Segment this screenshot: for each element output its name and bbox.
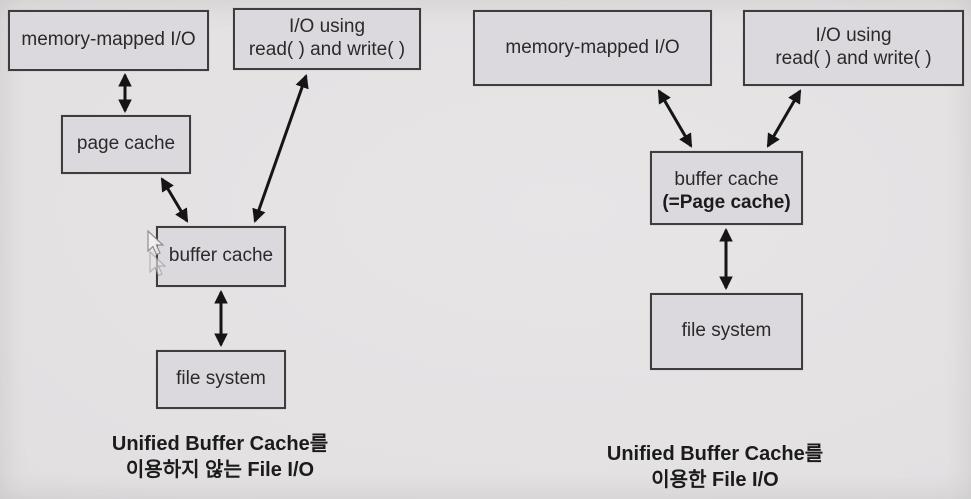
box-label-line2: read( ) and write( ) — [775, 48, 932, 69]
box-right-buffer-cache: buffer cache (=Page cache) — [650, 151, 803, 225]
box-label: file system — [681, 320, 772, 342]
box-left-page-cache: page cache — [61, 115, 191, 174]
box-label-line1: I/O using — [288, 16, 366, 38]
caption-right-line2: 이용한 File I/O — [651, 469, 779, 492]
caption-right-line1: Unified Buffer Cache를 — [606, 443, 824, 465]
box-left-buffer-cache: buffer cache — [156, 226, 286, 287]
box-label-line1: I/O using — [815, 25, 892, 47]
caption-left-line2: 이용하지 않는 File I/O — [125, 459, 315, 482]
box-right-memory-mapped-io: memory-mapped I/O — [473, 10, 712, 86]
box-left-io-read-write: I/O using read( ) and write( ) — [233, 8, 421, 70]
box-label: buffer cache — [168, 245, 274, 267]
caption-left-line1: Unified Buffer Cache를 — [111, 433, 329, 455]
box-label-line2: read( ) and write( ) — [248, 39, 406, 60]
box-label: memory-mapped I/O — [21, 29, 196, 51]
box-left-memory-mapped-io: memory-mapped I/O — [8, 10, 209, 71]
box-label: memory-mapped I/O — [505, 36, 680, 58]
caption-right: Unified Buffer Cache를 이용한 File I/O — [545, 441, 885, 494]
arrow-right-iorw-buffercache — [766, 89, 802, 148]
caption-left: Unified Buffer Cache를 이용하지 않는 File I/O — [40, 431, 400, 484]
arrow-right-mmio-buffercache — [657, 89, 693, 148]
box-right-file-system: file system — [650, 293, 803, 370]
box-right-io-read-write: I/O using read( ) and write( ) — [743, 10, 964, 86]
arrow-left-pagecache-buffercache — [160, 177, 189, 223]
box-label-line1: buffer cache — [674, 169, 779, 191]
arrow-left-iorw-buffercache — [252, 74, 309, 223]
box-label: page cache — [76, 133, 176, 155]
box-label-line2: (=Page cache) — [662, 192, 791, 214]
box-left-file-system: file system — [156, 350, 286, 409]
box-label: file system — [176, 368, 266, 390]
